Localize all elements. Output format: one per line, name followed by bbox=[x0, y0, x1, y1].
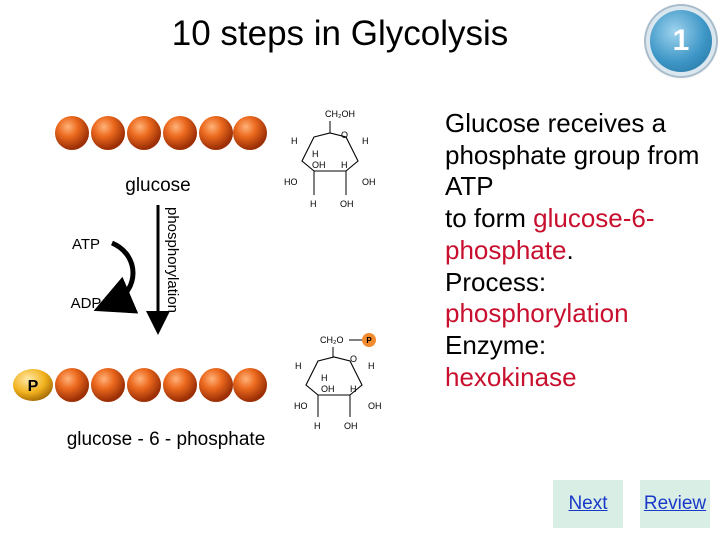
g6p-inner-h: H bbox=[321, 373, 328, 383]
g6p-bead bbox=[233, 368, 267, 402]
description-prefix: to form bbox=[445, 203, 534, 234]
g6p-h-left: H bbox=[295, 361, 302, 371]
description-line-1: Glucose receives a phosphate group from … bbox=[445, 108, 700, 202]
glucose-bead bbox=[199, 116, 233, 150]
product-label: glucose - 6 - phosphate bbox=[67, 429, 266, 450]
g6p-structure: CH₂O P O H H H OH H HO OH H OH bbox=[294, 333, 382, 431]
g6p-inner-oh: OH bbox=[321, 384, 335, 394]
glucose-bottom-oh: OH bbox=[340, 199, 354, 209]
next-button[interactable]: Next bbox=[553, 480, 623, 528]
glucose-h-left: H bbox=[291, 136, 298, 146]
g6p-inner-h-right: H bbox=[350, 384, 357, 394]
glucose-ch2oh: CH₂OH bbox=[325, 109, 355, 119]
g6p-phosphate-circle bbox=[362, 333, 376, 347]
enzyme-label: Enzyme: bbox=[445, 330, 547, 361]
g6p-bead bbox=[127, 368, 161, 402]
g6p-ho: HO bbox=[294, 401, 308, 411]
g6p-oh: OH bbox=[368, 401, 382, 411]
glucose-ho: HO bbox=[284, 177, 298, 187]
g6p-bead-chain: P bbox=[13, 368, 267, 402]
process-value: phosphorylation bbox=[445, 298, 629, 329]
description-line-2: to form glucose-6-phosphate. bbox=[445, 203, 715, 266]
glucose-ring-o: O bbox=[341, 130, 348, 140]
page-title: 10 steps in Glycolysis bbox=[171, 14, 509, 53]
step-number-badge: 1 bbox=[650, 10, 712, 72]
glucose-bead bbox=[91, 116, 125, 150]
glucose-bead-chain bbox=[55, 116, 267, 150]
enzyme-value: hexokinase bbox=[445, 361, 577, 392]
description-suffix: . bbox=[566, 234, 574, 265]
g6p-ring bbox=[305, 356, 363, 396]
glucose-inner-oh: OH bbox=[312, 160, 326, 170]
glucose-bead bbox=[55, 116, 89, 150]
glucose-bead bbox=[233, 116, 267, 150]
g6p-bead bbox=[163, 368, 197, 402]
g6p-h-right: H bbox=[368, 361, 375, 371]
adp-label: ADP bbox=[71, 295, 102, 312]
glucose-oh: OH bbox=[362, 177, 376, 187]
review-button[interactable]: Review bbox=[640, 480, 710, 528]
phosphate-bead bbox=[13, 369, 53, 401]
process-label: Process: bbox=[445, 266, 547, 297]
glucose-h-right: H bbox=[362, 136, 369, 146]
glucose-inner-h-right: H bbox=[341, 160, 348, 170]
product-name: glucose-6-phosphate bbox=[445, 203, 655, 265]
g6p-phosphate-symbol: P bbox=[366, 336, 372, 345]
g6p-bead bbox=[91, 368, 125, 402]
g6p-ring-o: O bbox=[350, 354, 357, 364]
atp-label: ATP bbox=[72, 236, 100, 253]
glucose-inner-h: H bbox=[312, 149, 319, 159]
g6p-bead bbox=[55, 368, 89, 402]
glucose-structure: CH₂OH O H H H OH H HO OH H OH bbox=[284, 109, 376, 209]
phosphate-symbol: P bbox=[28, 378, 39, 395]
glucose-bead bbox=[127, 116, 161, 150]
glucose-bead bbox=[163, 116, 197, 150]
glucose-bottom-h: H bbox=[310, 199, 317, 209]
step-description: Glucose receives a phosphate group from … bbox=[445, 108, 715, 393]
g6p-bottom-oh: OH bbox=[344, 421, 358, 431]
g6p-ch2o: CH₂O bbox=[320, 335, 344, 345]
glucose-label: glucose bbox=[125, 175, 191, 196]
glucose-ring bbox=[301, 132, 359, 172]
g6p-bead bbox=[199, 368, 233, 402]
reaction-label: phosphorylation bbox=[164, 207, 181, 313]
g6p-bottom-h: H bbox=[314, 421, 321, 431]
glycolysis-step-diagram: glucose ATP ADP phosphorylation CH₂OH O … bbox=[13, 109, 382, 450]
atp-adp-curved-arrow bbox=[93, 240, 139, 314]
